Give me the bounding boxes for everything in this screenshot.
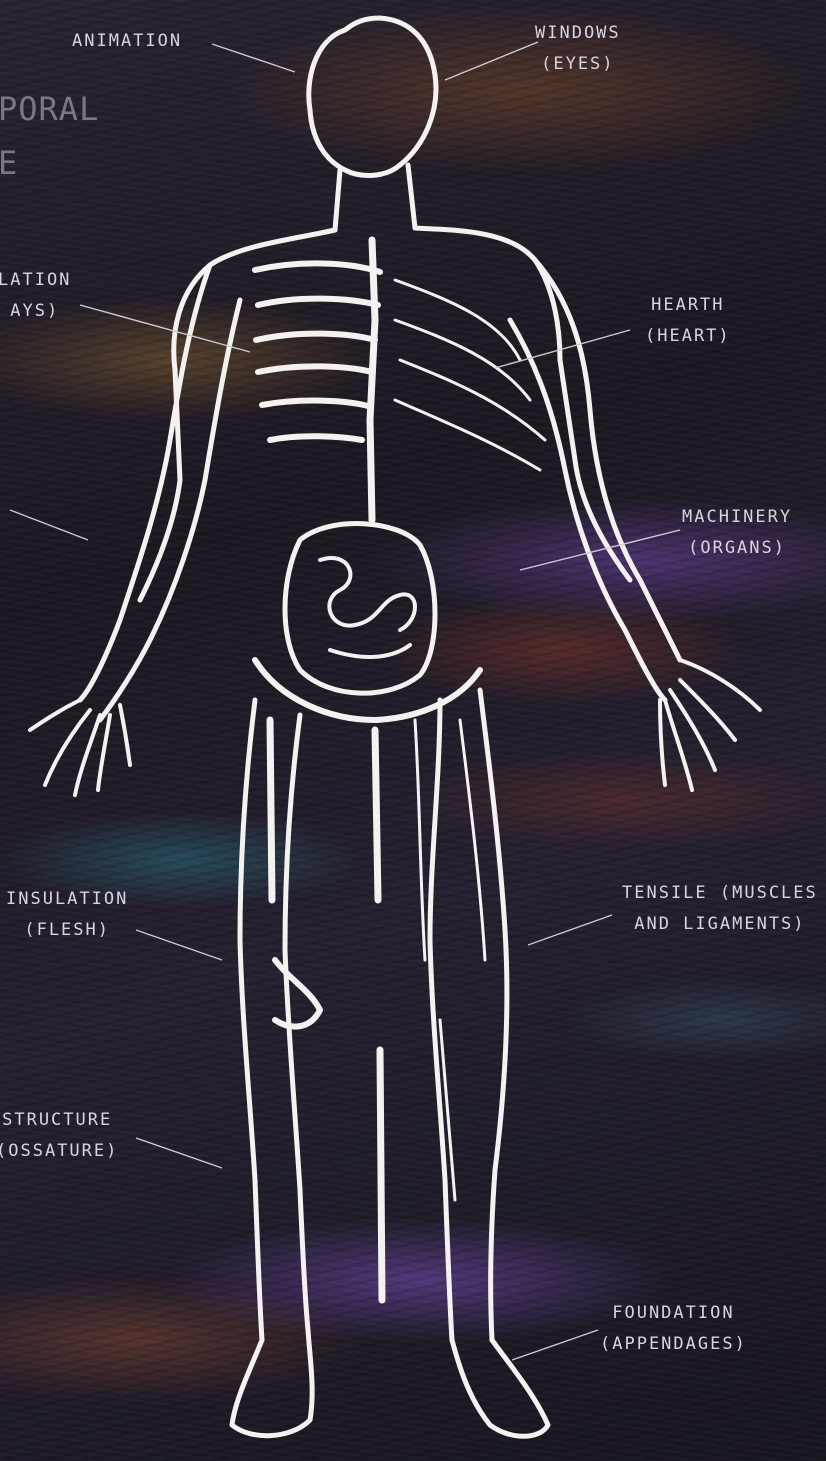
label-hearth-line2: (HEART) — [645, 321, 731, 352]
label-hearth: HEARTH (HEART) — [645, 290, 731, 352]
label-insulation: INSULATION (FLESH) — [6, 884, 128, 946]
label-circulation-line2: AYS) — [0, 296, 71, 327]
abdomen-outline — [285, 524, 435, 694]
label-windows-line2: (EYES) — [535, 49, 621, 80]
leader-left-arm — [10, 510, 88, 540]
label-hearth-line1: HEARTH — [645, 290, 731, 321]
label-machinery-line1: MACHINERY — [682, 502, 792, 533]
spine — [370, 240, 375, 520]
left-arm — [80, 265, 240, 720]
title-fragment-line1: PORAL — [0, 82, 99, 136]
label-foundation-line1: FOUNDATION — [600, 1298, 747, 1329]
label-circulation-line1: LATION — [0, 265, 71, 296]
right-foot — [452, 1340, 548, 1436]
label-insulation-line1: INSULATION — [6, 884, 128, 915]
label-windows: WINDOWS (EYES) — [535, 18, 621, 80]
label-windows-line1: WINDOWS — [535, 18, 621, 49]
label-structure-line2: (OSSATURE) — [0, 1136, 118, 1167]
label-structure-line1: STRUCTURE — [0, 1105, 118, 1136]
title-fragment-line2: E — [0, 136, 99, 190]
label-tensile: TENSILE (MUSCLES AND LIGAMENTS) — [622, 878, 818, 940]
leader-insulation — [136, 930, 222, 960]
label-machinery-line2: (ORGANS) — [682, 533, 792, 564]
intestines — [320, 558, 415, 657]
chest-muscles — [395, 280, 545, 470]
label-animation: ANIMATION — [72, 26, 182, 57]
label-foundation: FOUNDATION (APPENDAGES) — [600, 1298, 747, 1360]
label-animation-line1: ANIMATION — [72, 26, 182, 57]
right-leg-muscles — [415, 720, 485, 1200]
label-circulation: LATION AYS) — [0, 265, 71, 327]
label-tensile-line2: AND LIGAMENTS) — [622, 909, 818, 940]
pelvis — [255, 660, 480, 720]
leader-tensile — [528, 915, 612, 945]
label-tensile-line1: TENSILE (MUSCLES — [622, 878, 818, 909]
left-foot — [232, 1330, 312, 1436]
leader-animation — [212, 44, 295, 72]
left-knee — [275, 960, 320, 1027]
leader-foundation — [512, 1330, 598, 1360]
right-hand — [660, 660, 760, 790]
ribcage — [255, 263, 380, 440]
leader-structure — [136, 1138, 222, 1168]
label-machinery: MACHINERY (ORGANS) — [682, 502, 792, 564]
head-outline — [309, 18, 436, 175]
label-foundation-line2: (APPENDAGES) — [600, 1329, 747, 1360]
label-structure: STRUCTURE (OSSATURE) — [0, 1105, 118, 1167]
left-hand — [30, 700, 130, 795]
label-insulation-line2: (FLESH) — [6, 915, 128, 946]
torso-outline — [140, 228, 630, 600]
leader-circulation — [80, 305, 250, 352]
title-fragment: PORAL E — [0, 82, 99, 190]
leader-windows — [445, 42, 538, 80]
